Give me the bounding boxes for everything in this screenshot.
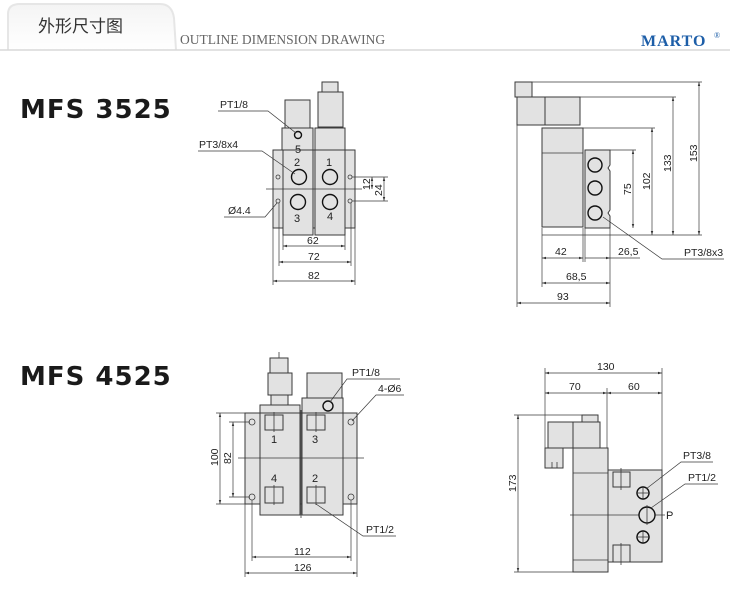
header: 外形尺寸图 OUTLINE DIMENSION DRAWING MARTO ® [0, 3, 730, 51]
callout-pt1-2: PT1/2 [688, 472, 716, 484]
callout-pt3-8x4: PT3/8x4 [199, 139, 238, 151]
dim-93: 93 [557, 291, 569, 303]
dim-153: 153 [688, 144, 700, 162]
callout-4-holes: 4-Ø6 [378, 383, 402, 395]
brand-registered-mark: ® [714, 31, 720, 40]
dim-60: 60 [628, 381, 640, 393]
dim-70: 70 [569, 381, 581, 393]
dim-126: 126 [294, 562, 312, 574]
coil [544, 96, 581, 126]
dim-72: 72 [308, 251, 320, 263]
port-4 [321, 193, 339, 211]
brand-logo: MARTO [641, 33, 706, 50]
dim-26-5: 26,5 [618, 246, 639, 258]
port-label: 2 [312, 473, 318, 485]
port-3 [289, 193, 307, 211]
port [587, 157, 603, 173]
port-label: 3 [312, 434, 318, 446]
mfs3525-front-view: 5 2 1 3 4 PT1/8 PT3/8x4 Ø4.4 62 72 82 12… [198, 81, 388, 285]
port-label: 5 [295, 144, 301, 156]
coil-left [284, 99, 311, 129]
callout-pt1-2: PT1/2 [366, 524, 394, 536]
mfs4525-front-view: 1 3 4 2 PT1/8 4-Ø6 PT1/2 100 82 112 126 [209, 352, 404, 577]
model-title-mfs3525: MFS 3525 [20, 95, 172, 125]
dim-112: 112 [294, 546, 311, 558]
callout-pt3-8: PT3/8 [683, 450, 711, 462]
coil-right [317, 91, 344, 128]
port-2 [290, 168, 308, 186]
dim-24: 24 [373, 184, 385, 196]
port-label: 1 [271, 434, 277, 446]
valve-body [572, 447, 609, 573]
port-label: 4 [271, 473, 277, 485]
callout-hole-dia: Ø4.4 [228, 205, 251, 217]
dim-68-5: 68,5 [566, 271, 587, 283]
dim-82: 82 [222, 452, 234, 464]
pilot-port [322, 400, 334, 412]
dim-62: 62 [307, 235, 319, 247]
port-1 [321, 168, 339, 186]
port-label: 4 [327, 211, 333, 223]
coil-left [267, 372, 293, 396]
port [587, 205, 603, 221]
title-tab [7, 3, 177, 51]
subtitle: OUTLINE DIMENSION DRAWING [180, 32, 385, 47]
mfs3525-side-view: 75 102 133 153 42 26,5 68,5 93 PT3/8x3 [514, 81, 724, 307]
mount-hole [275, 198, 281, 204]
dim-133: 133 [662, 154, 674, 172]
dim-173: 173 [507, 474, 519, 492]
port-5 [293, 130, 303, 140]
port [587, 180, 603, 196]
dim-130: 130 [597, 361, 615, 373]
connector [514, 81, 533, 98]
port-p-label: P [666, 510, 673, 522]
coil-right [306, 372, 343, 399]
callout-pt3-8x3: PT3/8x3 [684, 247, 723, 259]
port-label: 2 [294, 157, 300, 169]
callout-pt1-8: PT1/8 [220, 99, 248, 111]
valve-body [541, 127, 584, 228]
dim-12: 12 [361, 178, 373, 190]
title-cn: 外形尺寸图 [38, 17, 123, 37]
mfs4525-side-view: P PT3/8 PT1/2 130 70 60 173 [507, 361, 718, 573]
connector [269, 357, 289, 374]
dim-75: 75 [622, 183, 634, 195]
connector-right [321, 81, 339, 93]
coil [572, 421, 601, 449]
dim-82: 82 [308, 270, 320, 282]
mount-hole [275, 174, 281, 180]
dim-100: 100 [209, 448, 221, 466]
model-title-mfs4525: MFS 4525 [20, 362, 172, 392]
port-label: 3 [294, 213, 300, 225]
callout-pt1-8: PT1/8 [352, 367, 380, 379]
dim-102: 102 [641, 172, 653, 190]
dim-42: 42 [555, 246, 567, 258]
port-label: 1 [326, 157, 332, 169]
